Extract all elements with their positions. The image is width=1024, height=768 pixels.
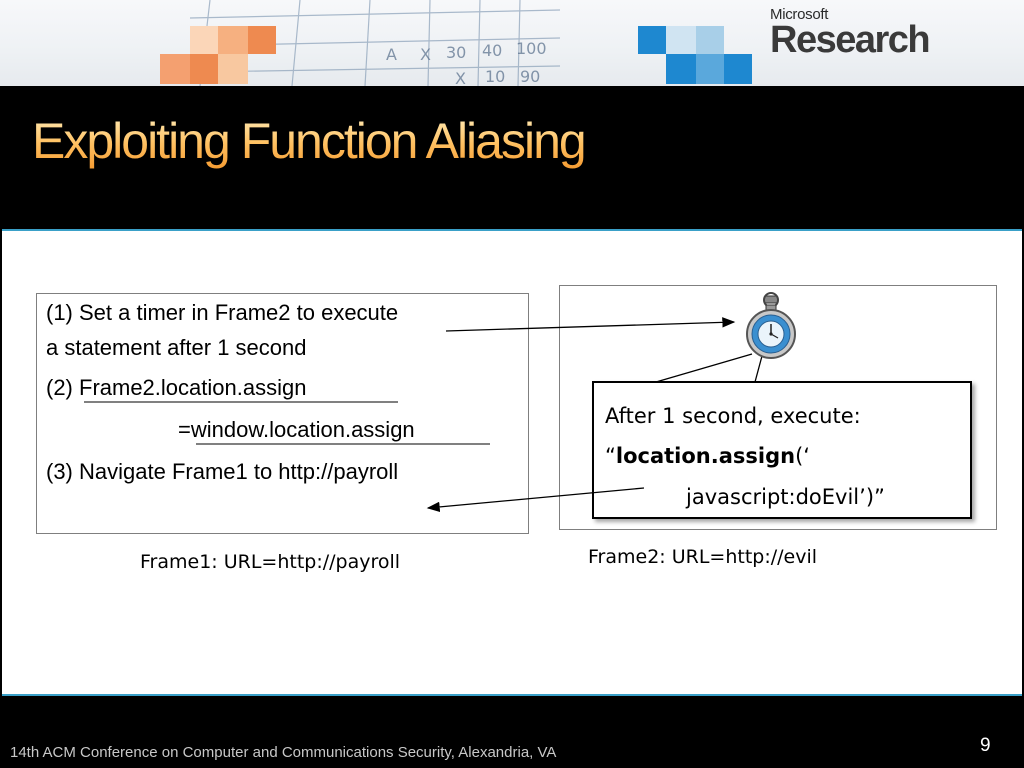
- svg-text:X: X: [420, 45, 431, 64]
- header-banner: A X 30 40 100 X 10 90: [0, 0, 1024, 86]
- frame1-step2-target: Frame2.location.assign: [79, 375, 307, 400]
- svg-text:X: X: [455, 69, 466, 86]
- svg-text:40: 40: [482, 41, 502, 60]
- page-number: 9: [980, 735, 991, 756]
- frame1-step1-line2: a statement after 1 second: [46, 335, 307, 360]
- frame2-caption: Frame2: URL=http://evil: [588, 546, 818, 568]
- callout-function-name: location.assign: [615, 444, 796, 468]
- microsoft-research-logo: Microsoft Research: [770, 6, 931, 61]
- svg-text:10: 10: [485, 67, 505, 86]
- svg-text:30: 30: [446, 43, 466, 62]
- logo-microsoft-text: Microsoft: [770, 6, 829, 23]
- callout-open-quote: “: [605, 444, 616, 468]
- callout-pointer-right: [754, 355, 763, 383]
- frame1-step3-line: (3) Navigate Frame1 to http://payroll: [46, 459, 399, 484]
- arrow-navigate-frame1: [426, 487, 645, 513]
- frame1-step2-line: (2) Frame2.location.assign: [46, 375, 306, 401]
- arrow-set-timer: [445, 317, 736, 332]
- logo-research-text: Research: [770, 19, 931, 61]
- frame1-step2-prefix: (2): [46, 375, 79, 400]
- svg-text:90: 90: [520, 67, 540, 86]
- frame1-step2-alias-line: =window.location.assign: [178, 417, 415, 443]
- callout-line2: “location.assign(‘: [605, 444, 810, 468]
- frame1-caption: Frame1: URL=http://payroll: [140, 551, 401, 573]
- title-bar: [0, 86, 1024, 229]
- timer-callout-box: [592, 381, 972, 519]
- callout-line3: javascript:doEvil’)”: [686, 485, 885, 509]
- callout-line1: After 1 second, execute:: [605, 404, 861, 428]
- frame1-alias-prefix: =: [178, 417, 191, 442]
- footer-conference-text: 14th ACM Conference on Computer and Comm…: [10, 744, 557, 761]
- callout-pointer-left: [655, 353, 753, 383]
- stopwatch-icon: [746, 292, 796, 359]
- frame1-box: [36, 293, 529, 534]
- svg-text:100: 100: [516, 39, 547, 58]
- frame1-step1-line1: (1) Set a timer in Frame2 to execute: [46, 300, 399, 325]
- svg-text:A: A: [386, 45, 397, 64]
- slide-title: Exploiting Function Aliasing: [32, 113, 587, 169]
- callout-open-paren: (‘: [795, 444, 810, 468]
- frame1-alias-target: window.location.assign: [190, 417, 415, 442]
